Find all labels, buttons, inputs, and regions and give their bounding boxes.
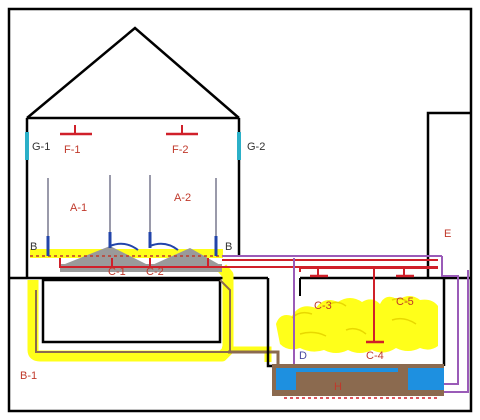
label-b-left: B [30,241,37,253]
label-g1: G-1 [32,141,50,153]
pit-left-edge [272,366,276,396]
roof-outline [26,26,240,119]
blue-curve-2 [149,242,179,251]
pit-left-wall [266,278,272,368]
purple-pipe-right [438,256,459,385]
brown-separator [398,366,408,390]
label-f2: F-2 [172,144,189,156]
label-f1: F-1 [64,144,81,156]
label-c3: C-3 [314,300,332,312]
label-g2: G-2 [247,141,265,153]
hopper-c2 [150,248,222,266]
label-c5: C-5 [396,296,414,308]
label-c2: C-2 [146,266,164,278]
pit-bottom-edge [272,390,444,396]
floor-yellow-strip [30,249,223,258]
label-c4: C-4 [366,350,384,362]
purple-pipe-outer [444,270,469,393]
label-b1: B-1 [20,370,37,382]
label-d: D [299,350,307,362]
annex-e-outline [426,111,471,278]
label-b-right: B [225,241,232,253]
basement-room [41,278,222,344]
label-c1: C-1 [108,266,126,278]
label-h: H [334,381,342,393]
yellow-fill-c3-c5 [276,296,438,353]
label-a1: A-1 [70,202,87,214]
label-e: E [444,228,451,240]
blue-curve-1 [109,242,139,251]
yellow-fill-texture [291,297,417,337]
brown-layer-h [296,372,398,390]
brown-duct-link [228,350,280,364]
label-a2: A-2 [174,192,191,204]
